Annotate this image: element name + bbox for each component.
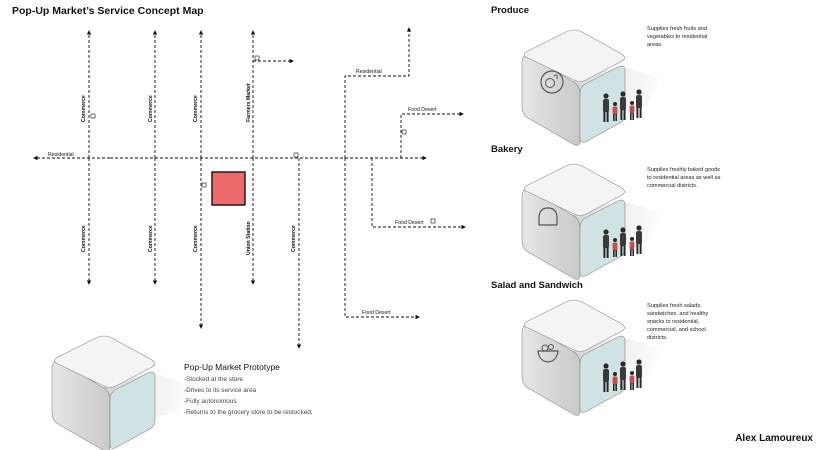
- label-food-desert-2: Food Desert: [395, 220, 424, 226]
- label-commerce-6: Commerce: [193, 225, 199, 252]
- section-desc-salad: districts.: [647, 335, 668, 341]
- label-union-station: Union Station: [246, 221, 252, 255]
- market-marker: [90, 113, 96, 119]
- bakery-cube: [521, 163, 661, 280]
- label-commerce-4: Commerce: [81, 225, 87, 252]
- label-commerce-3: Commerce: [193, 95, 199, 122]
- prototype-title: Pop-Up Market Prototype: [184, 362, 280, 372]
- prototype-item: -Fully autonomous: [184, 398, 237, 405]
- section-desc-bakery: Supplies freshly baked goods: [647, 167, 720, 173]
- section-desc-produce: Supplies fresh fruits and: [647, 26, 707, 32]
- grocery-store: [211, 171, 246, 206]
- section-title-salad: Salad and Sandwich: [491, 280, 583, 291]
- prototype-item: -Stocked at the store: [184, 376, 243, 383]
- salad-icon: [537, 344, 559, 363]
- section-desc-salad: sandwiches, and healthy: [647, 311, 708, 317]
- label-commerce-1: Commerce: [81, 95, 87, 122]
- map-title: Pop-Up Market’s Service Concept Map: [12, 5, 204, 17]
- branch-food-desert-1: [400, 111, 464, 158]
- label-farmers-market: Farmers Market: [246, 83, 252, 122]
- produce-icon: [540, 70, 564, 94]
- section-desc-produce: areas.: [647, 42, 663, 48]
- market-marker: [430, 218, 436, 224]
- bread-icon: [538, 207, 558, 226]
- label-residential-north: Residential: [356, 69, 382, 75]
- section-title-produce: Produce: [491, 5, 529, 16]
- section-desc-produce: vegetables to residential: [647, 34, 707, 40]
- section-desc-bakery: to residential areas as well as: [647, 175, 721, 181]
- label-commerce-2: Commerce: [148, 95, 154, 122]
- section-desc-salad: Supplies fresh salads,: [647, 303, 702, 309]
- section-desc-bakery: commercial districts.: [647, 183, 698, 189]
- section-title-bakery: Bakery: [491, 144, 523, 155]
- prototype-item: -Drives to its service area: [184, 387, 257, 394]
- label-food-desert-3: Food Desert: [362, 310, 391, 316]
- label-residential-west: Residential: [48, 152, 74, 158]
- author-name: Alex Lamoureux: [735, 433, 813, 444]
- section-desc-salad: commercial, and school: [647, 327, 706, 333]
- prototype-item: -Returns to the grocery store to be rest…: [184, 409, 313, 416]
- branch-food-desert-2: [371, 158, 466, 230]
- market-marker: [293, 152, 299, 158]
- section-desc-salad: snacks to residential,: [647, 319, 700, 325]
- label-commerce-5: Commerce: [148, 225, 154, 252]
- label-commerce-7: Commerce: [291, 225, 297, 252]
- branch-residential-north: [344, 27, 412, 158]
- branch-food-desert-3: [344, 158, 420, 320]
- salad-cube: [521, 299, 661, 416]
- prototype-cube: [51, 335, 191, 450]
- label-food-desert-1: Food Desert: [408, 107, 437, 113]
- market-marker: [201, 182, 207, 188]
- market-marker: [254, 55, 260, 61]
- market-marker: [401, 129, 407, 135]
